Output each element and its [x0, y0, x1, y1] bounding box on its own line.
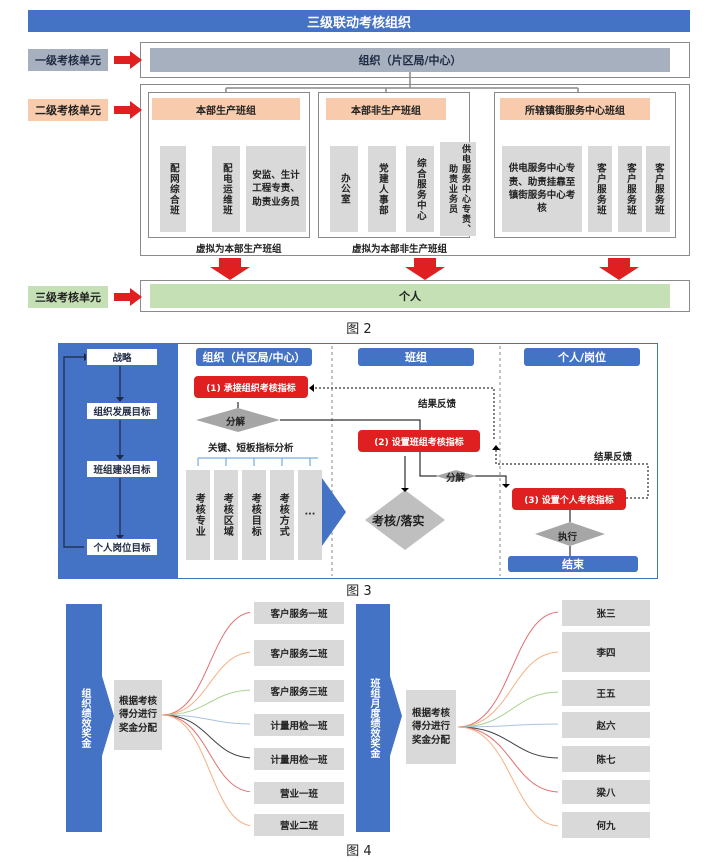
fig3-flow	[196, 346, 649, 576]
org-target-6: 营业一班	[250, 782, 344, 804]
person-target-3: 王五	[558, 680, 650, 706]
group-production-item-2: 配电运维班	[212, 146, 240, 232]
org-bonus-arrow-icon	[102, 676, 114, 756]
level3-bar: 个人	[150, 284, 670, 308]
team-bonus-arrow-icon	[390, 676, 402, 756]
org-bonus-column: 组织绩效奖金	[66, 604, 102, 832]
team-bonus-fan	[457, 611, 561, 827]
group-production-item-1: 配网综合班	[160, 146, 186, 232]
person-target-2: 李四	[558, 632, 650, 672]
group-nonproduction-item-1: 办公室	[330, 146, 358, 232]
org-goal-box: 组织发展目标	[86, 402, 158, 420]
group-township-item-4: 客户服务班	[646, 146, 670, 232]
team-bonus-title: 班组月度绩效奖金	[368, 678, 379, 758]
level2-arrow-icon	[114, 101, 142, 119]
level3-label: 三级考核单元	[28, 286, 108, 308]
vbox-major: 考核专业	[186, 470, 210, 560]
col-head-person: 个人/岗位	[524, 348, 640, 366]
vbox-more: ···	[298, 470, 322, 560]
org-target-1: 客户服务一班	[250, 602, 344, 624]
team-bonus-column: 班组月度绩效奖金	[356, 604, 390, 832]
step1-box: (1) 承接组织考核指标	[194, 376, 308, 398]
vbox-region: 考核区域	[214, 470, 238, 560]
group-nonproduction-item-2: 党建人事部	[368, 146, 396, 232]
org-target-4: 计量用检一班	[250, 714, 344, 736]
col-head-team: 班组	[358, 348, 474, 366]
level1-label: 一级考核单元	[28, 49, 108, 71]
split1-label: 分解	[226, 417, 246, 428]
step2-box: (2) 设置班组考核指标	[358, 430, 480, 452]
virtual-note-production: 虚拟为本部生产班组	[196, 244, 282, 255]
split2-label: 分解	[446, 473, 466, 484]
assess-label: 考核/落实	[372, 514, 425, 528]
feedback2-label: 结果反馈	[594, 452, 633, 463]
analysis-label: 关键、短板指标分析	[208, 443, 294, 454]
group-production-head: 本部生产班组	[152, 98, 300, 120]
person-target-5: 陈七	[558, 746, 650, 772]
fig3-caption: 图 3	[346, 584, 372, 599]
group-township-head: 所辖镇街服务中心班组	[500, 98, 650, 120]
fig3-left-connectors	[63, 353, 124, 548]
group-township-item-3: 客户服务班	[618, 146, 642, 232]
level3-arrow-icon	[114, 288, 142, 306]
feedback1-label: 结果反馈	[418, 399, 457, 410]
org-target-2: 客户服务二班	[250, 640, 344, 666]
vbox-method: 考核方式	[270, 470, 294, 560]
strategy-box: 战略	[86, 348, 158, 366]
person-target-1: 张三	[558, 600, 650, 626]
org-bonus-rule: 根据考核得分进行奖金分配	[114, 680, 162, 750]
person-target-4: 赵六	[558, 712, 650, 738]
person-target-6: 梁八	[558, 780, 650, 804]
group-nonproduction-item-3: 综合服务中心	[406, 146, 434, 232]
col-head-org: 组织（片区局/中心）	[196, 348, 312, 366]
level1-arrow-icon	[114, 51, 142, 69]
down-arrows-icon	[210, 258, 639, 280]
org-bonus-fan	[161, 611, 255, 827]
personal-goal-box: 个人岗位目标	[86, 538, 158, 556]
fig2-title: 三级联动考核组织	[28, 10, 690, 32]
org-bonus-title: 组织绩效奖金	[79, 688, 90, 748]
person-target-7: 何九	[558, 812, 650, 838]
group-township-item-1: 供电服务中心专责、助责挂靠至镇街服务中心考核	[502, 146, 582, 232]
level1-bar: 组织（片区局/中心）	[150, 48, 670, 72]
org-target-3: 客户服务三班	[250, 680, 344, 702]
fig2-caption: 图 2	[346, 322, 372, 337]
end-box: 结束	[508, 556, 638, 572]
group-nonproduction-item-4: 供电服务中心专责、助责业务员	[440, 142, 476, 236]
virtual-note-nonproduction: 虚拟为本部非生产班组	[352, 244, 448, 255]
team-goal-box: 班组建设目标	[86, 460, 158, 478]
vbox-target: 考核目标	[242, 470, 266, 560]
level2-label: 二级考核单元	[28, 99, 108, 121]
fig4-caption: 图 4	[346, 844, 372, 859]
group-nonproduction-head: 本部非生产班组	[326, 98, 446, 120]
group-production-item-3: 安监、生计工程专责、助责业务员	[246, 146, 306, 232]
org-target-5: 计量用检一班	[250, 748, 344, 770]
step3-box: (3) 设置个人考核指标	[512, 488, 626, 510]
group-township-item-2: 客户服务班	[588, 146, 612, 232]
org-target-7: 营业二班	[250, 814, 344, 836]
execute-label: 执行	[558, 532, 578, 543]
team-bonus-rule: 根据考核得分进行奖金分配	[406, 690, 456, 764]
